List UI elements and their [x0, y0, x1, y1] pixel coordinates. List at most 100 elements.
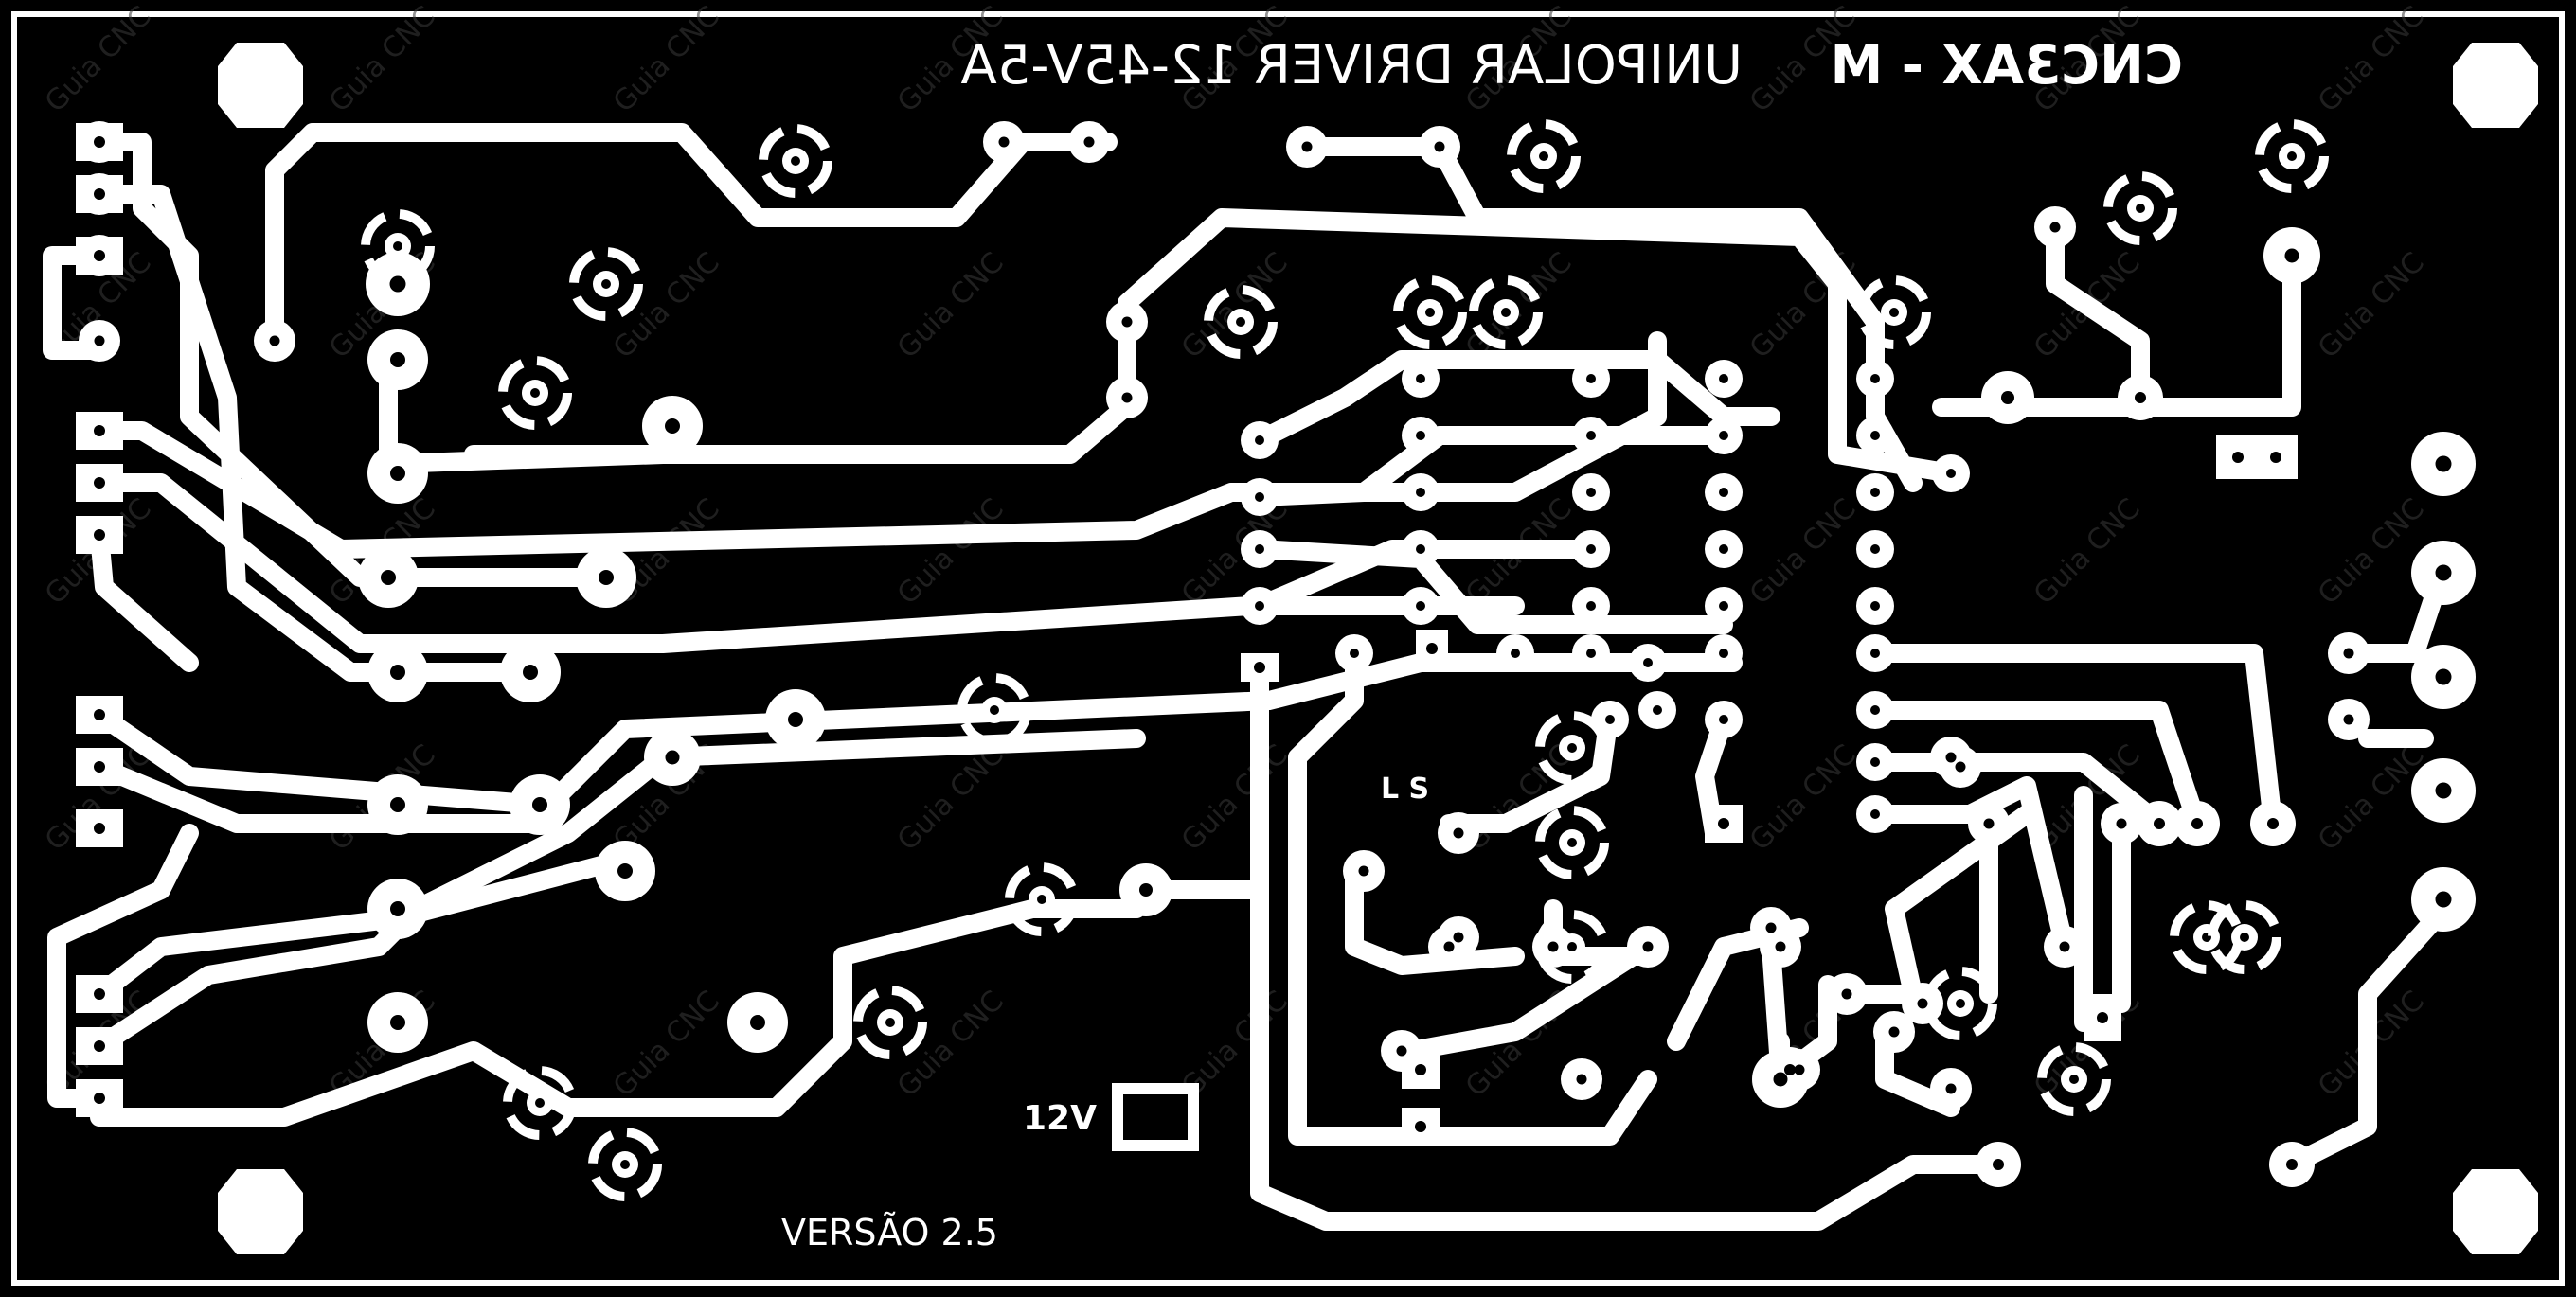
- watermark-text-0: Guia CNC: [39, 0, 158, 119]
- thermal-pad-17: [1535, 806, 1609, 879]
- drill-hole-20: [665, 750, 680, 765]
- board-title-left: CNC3AX - M: [1830, 35, 2183, 97]
- watermark-text-1: Guia CNC: [323, 0, 442, 119]
- thermal-drill: [1567, 838, 1577, 847]
- watermark-text-12: Guia CNC: [891, 246, 1011, 365]
- thermal-pad-1: [361, 209, 435, 283]
- drill-hole-10: [599, 570, 614, 585]
- square-drill-12: [1426, 643, 1438, 654]
- drill-hole-65: [1358, 865, 1369, 877]
- drill-hole-81: [2435, 455, 2452, 472]
- drill-hole-85: [2435, 891, 2452, 908]
- drill-hole-44: [1719, 488, 1728, 497]
- ls-label: L S: [1381, 773, 1429, 806]
- drill-hole-42: [1719, 374, 1728, 383]
- thermal-ring: [1857, 275, 1931, 349]
- thermal-pad-2: [569, 247, 643, 321]
- thermal-drill: [1956, 999, 1965, 1008]
- square-drill-2: [94, 250, 105, 261]
- watermark-text-26: Guia CNC: [2312, 492, 2431, 612]
- square-pads: [76, 123, 2298, 1146]
- drill-hole-101: [1841, 988, 1852, 1000]
- drill-hole-95: [1888, 1026, 1900, 1038]
- drill-hole-36: [1586, 374, 1596, 383]
- thermal-drill: [1425, 308, 1435, 317]
- drill-hole-7: [390, 466, 405, 481]
- thermal-pad-11: [957, 673, 1031, 747]
- trace-low-6: [1402, 937, 1657, 1060]
- drill-hole-98: [1945, 752, 1957, 763]
- thermal-pad-19: [1923, 967, 1997, 1040]
- drill-hole-17: [390, 1015, 405, 1030]
- drill-hole-67: [1642, 941, 1654, 952]
- trace-low-2: [1288, 644, 1657, 1146]
- thermal-ring: [1393, 275, 1467, 349]
- drill-hole-54: [1870, 648, 1880, 658]
- drill-hole-12: [523, 665, 538, 680]
- drill-hole-63: [1453, 827, 1464, 839]
- drill-hole-100: [1794, 1064, 1805, 1075]
- watermark-text-31: Guia CNC: [1175, 738, 1295, 858]
- square-drill-6: [94, 709, 105, 720]
- watermark-text-33: Guia CNC: [1744, 738, 1863, 858]
- drill-hole-11: [390, 665, 405, 680]
- drill-hole-47: [1719, 648, 1728, 658]
- square-drill-18: [1415, 1121, 1426, 1132]
- drill-hole-14: [532, 797, 547, 812]
- thermal-ring: [853, 986, 927, 1059]
- drill-hole-40: [1586, 601, 1596, 611]
- drill-holes: [94, 136, 2452, 1170]
- drill-hole-86: [2343, 648, 2354, 659]
- drill-hole-71: [1784, 1064, 1796, 1075]
- thermal-pad-14: [503, 1066, 577, 1140]
- drill-hole-34: [1416, 544, 1425, 554]
- drill-hole-61: [1653, 705, 1662, 715]
- thermal-ring: [588, 1128, 662, 1201]
- drill-hole-37: [1586, 431, 1596, 440]
- drill-hole-49: [1870, 374, 1880, 383]
- drill-hole-93: [1983, 818, 1995, 829]
- drill-hole-41: [1586, 648, 1596, 658]
- drill-hole-13: [390, 797, 405, 812]
- drill-hole-83: [2435, 668, 2452, 685]
- trace-left-11: [47, 824, 199, 1108]
- drill-hole-82: [2435, 564, 2452, 581]
- thermal-drill: [1037, 895, 1046, 904]
- drill-hole-66: [1775, 941, 1786, 952]
- square-drill-19: [2097, 1012, 2108, 1023]
- drill-hole-48: [1719, 715, 1728, 724]
- thermal-pad-12: [1005, 862, 1079, 936]
- drill-hole-102: [2286, 1159, 2298, 1170]
- square-drill-15: [2270, 452, 2281, 463]
- watermark-text-38: Guia CNC: [607, 985, 726, 1104]
- thermal-drill: [2287, 151, 2297, 161]
- thermal-ring: [1535, 711, 1609, 785]
- square-drill-1: [94, 188, 105, 200]
- square-drill-11: [94, 1093, 105, 1104]
- drill-hole-53: [1870, 601, 1880, 611]
- square-drill-7: [94, 761, 105, 773]
- thermal-drill: [2240, 933, 2249, 942]
- thermal-ring: [361, 209, 435, 283]
- drill-hole-5: [389, 275, 406, 293]
- thermal-pad-0: [759, 124, 832, 198]
- thermal-ring: [2037, 1042, 2111, 1116]
- drill-hole-4: [269, 335, 280, 346]
- power-label: 12V: [1023, 1099, 1097, 1138]
- drill-hole-9: [381, 570, 396, 585]
- trace-top-7: [464, 388, 1146, 464]
- drill-hole-88: [2267, 818, 2279, 829]
- drill-hole-58: [1350, 648, 1359, 658]
- trace-left-12: [90, 899, 1146, 1127]
- drill-hole-55: [1870, 705, 1880, 715]
- trace-right-6: [2282, 890, 2462, 1174]
- thermal-drill: [1236, 317, 1245, 327]
- square-drill-16: [1254, 662, 1265, 673]
- drill-hole-45: [1719, 544, 1728, 554]
- round-pads: [79, 121, 2476, 1187]
- drill-hole-39: [1586, 544, 1596, 554]
- version-label: VERSÃO 2.5: [781, 1212, 998, 1253]
- drill-hole-21: [998, 136, 1010, 148]
- watermark-text-8: Guia CNC: [2312, 0, 2431, 119]
